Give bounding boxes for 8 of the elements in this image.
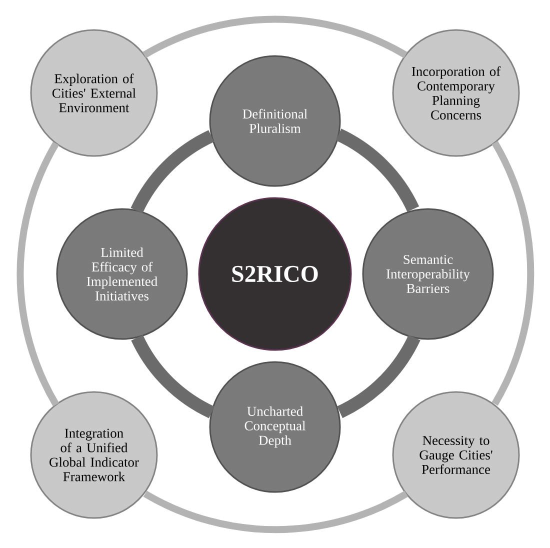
ring-arc	[130, 130, 214, 214]
ring-arc	[142, 16, 408, 58]
ring-arc	[492, 140, 534, 406]
ring-arc	[143, 490, 408, 534]
ring-arc	[131, 334, 215, 418]
ring-arc	[16, 142, 60, 406]
ring-arc	[336, 128, 420, 212]
ring-arc	[336, 334, 420, 418]
